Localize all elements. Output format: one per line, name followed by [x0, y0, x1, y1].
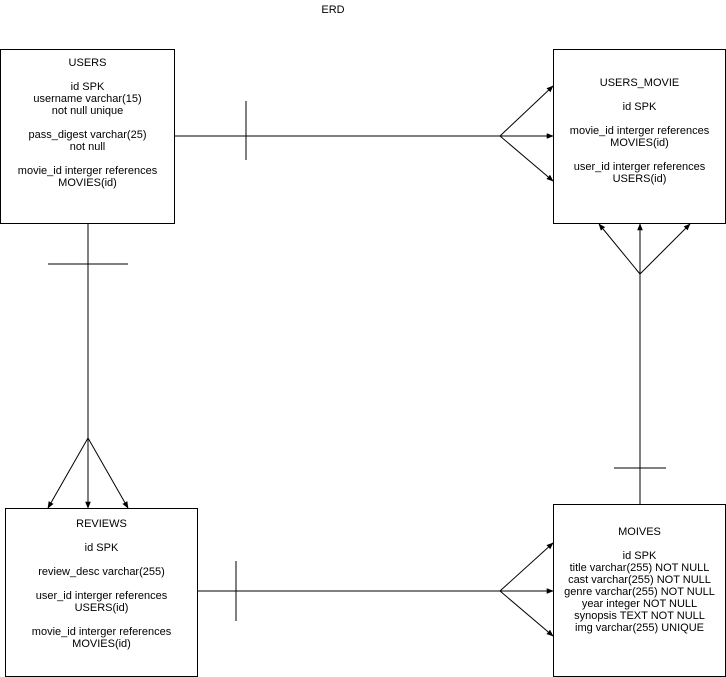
field-title: title varchar(255) NOT NULL	[569, 562, 710, 574]
users-movie-entity: USERS_MOVIE id SPK movie_id interger ref…	[553, 49, 726, 224]
field-id: id SPK	[622, 550, 657, 562]
field-cast: cast varchar(255) NOT NULL	[568, 574, 711, 586]
field-movie-id-ref: MOVIES(id)	[610, 137, 669, 149]
field-movie-id: movie_id interger references	[17, 165, 158, 177]
field-user-id: user_id interger references	[35, 590, 168, 602]
field-movie-id: movie_id interger references	[31, 626, 172, 638]
field-pass-digest-constraint: not null	[69, 141, 106, 153]
field-id: id SPK	[70, 81, 105, 93]
field-review-desc: review_desc varchar(255)	[38, 566, 165, 578]
field-genre: genre varchar(255) NOT NULL	[564, 586, 715, 598]
field-user-id: user_id interger references	[573, 161, 706, 173]
users-to-usersmovie-connector	[175, 85, 554, 182]
users-entity: USERS id SPK username varchar(15) not nu…	[0, 49, 175, 224]
entity-name: USERS	[68, 57, 107, 69]
field-username: username varchar(15)	[33, 93, 142, 105]
moives-entity: MOIVES id SPK title varchar(255) NOT NUL…	[553, 504, 726, 677]
reviews-to-moives-connector	[198, 542, 554, 637]
reviews-entity: REVIEWS id SPK review_desc varchar(255) …	[5, 508, 198, 677]
entity-name: MOIVES	[618, 526, 661, 538]
field-movie-id-ref: MOVIES(id)	[72, 638, 131, 650]
field-img: img varchar(255) UNIQUE	[575, 622, 704, 634]
field-id: id SPK	[622, 101, 657, 113]
field-synopsis: synopsis TEXT NOT NULL	[574, 610, 705, 622]
field-user-id-ref: USERS(id)	[74, 602, 129, 614]
moives-to-usersmovie-connector	[598, 223, 691, 504]
field-username-constraint: not null unique	[51, 105, 124, 117]
field-user-id-ref: USERS(id)	[612, 173, 667, 185]
entity-name: REVIEWS	[76, 518, 127, 530]
entity-name: USERS_MOVIE	[599, 77, 680, 89]
field-pass-digest: pass_digest varchar(25)	[28, 129, 147, 141]
field-year: year integer NOT NULL	[581, 598, 698, 610]
field-movie-id: movie_id interger references	[569, 125, 710, 137]
field-id: id SPK	[84, 542, 119, 554]
diagram-title: ERD	[321, 4, 345, 16]
users-to-reviews-connector	[47, 224, 129, 509]
field-movie-id-ref: MOVIES(id)	[58, 177, 117, 189]
